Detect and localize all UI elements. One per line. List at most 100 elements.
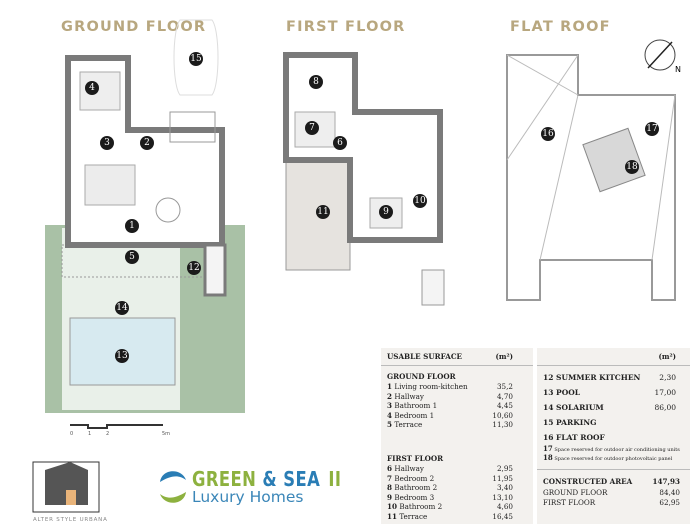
svg-text:2: 2 [144, 138, 150, 148]
row-name: 12 SUMMER KITCHEN [543, 373, 641, 382]
row-label: 2 Hallway [387, 392, 424, 402]
row-name: Bathroom 2 [399, 502, 443, 512]
svg-text:18: 18 [626, 162, 638, 172]
room-marker-16: 16 [541, 127, 555, 141]
svg-text:4: 4 [89, 83, 95, 93]
first-walls [283, 52, 443, 243]
row-value: 11,30 [492, 420, 513, 430]
svg-text:9: 9 [383, 207, 389, 217]
room-marker-13: 13 [115, 349, 129, 363]
row-label: 9 Bedroom 3 [387, 493, 434, 503]
table-row: 9 Bedroom 3 13,10 [381, 493, 533, 503]
brand-amp: & [262, 467, 278, 491]
row-name: Living room-kitchen [394, 382, 468, 391]
row-value: 16,45 [492, 511, 513, 521]
compass-north-label: N [675, 65, 681, 74]
svg-text:3: 3 [104, 138, 110, 148]
row-value: 35,2 [496, 382, 513, 391]
note-text: Space reserved for outdoor photovoltaic … [554, 456, 673, 462]
row-number: 2 [387, 391, 393, 401]
room-marker-15: 15 [189, 52, 203, 66]
flat-roof-title: FLAT ROOF [510, 19, 611, 35]
first-floor-section: FIRST FLOOR [387, 453, 444, 463]
row-number: 4 [387, 410, 393, 420]
room-marker-7: 7 [305, 121, 319, 135]
note-number: 18 [543, 453, 553, 462]
svg-text:17: 17 [646, 124, 658, 134]
room-marker-1: 1 [125, 219, 139, 233]
row-label: 14 SOLARIUM [543, 400, 604, 415]
row-name: 14 SOLARIUM [543, 403, 604, 412]
room-marker-2: 2 [140, 136, 154, 150]
svg-text:16: 16 [542, 129, 554, 139]
row-number: 9 [387, 492, 393, 502]
scale-tick: 5m [162, 431, 171, 437]
note-text: Space reserved for outdoor air condition… [554, 447, 680, 453]
row-value: 4,60 [496, 502, 513, 512]
room-marker-9: 9 [379, 205, 393, 219]
alter-style-label: ALTER STYLE URBANA [33, 517, 108, 523]
note-number: 17 [543, 444, 553, 453]
room-marker-6: 6 [333, 136, 347, 150]
row-label: GROUND FLOOR [543, 488, 607, 498]
row-name: 15 PARKING [543, 418, 597, 427]
room-marker-3: 3 [100, 136, 114, 150]
table-row: 7 Bedroom 2 11,95 [381, 474, 533, 484]
svg-text:14: 14 [116, 303, 128, 313]
svg-text:10: 10 [414, 196, 426, 206]
row-label: 13 POOL [543, 385, 580, 400]
row-name: Bedroom 1 [394, 410, 435, 420]
room-marker-8: 8 [309, 75, 323, 89]
row-number: 10 [387, 502, 398, 512]
svg-text:6: 6 [337, 138, 343, 148]
svg-text:15: 15 [190, 54, 202, 64]
table-row: 11 Terrace 16,45 [381, 512, 533, 522]
first-floor-title: FIRST FLOOR [286, 19, 406, 35]
row-name: Bedroom 2 [394, 473, 435, 483]
row-value: 86,00 [654, 403, 676, 412]
table-row: 16 FLAT ROOF [537, 430, 690, 445]
row-label: 10 Bathroom 2 [387, 502, 442, 512]
unit-header: (m²) [658, 352, 676, 361]
ground-floor-section: GROUND FLOOR [387, 372, 456, 381]
table-row: 15 PARKING [537, 415, 690, 430]
row-value: 4,70 [496, 391, 513, 401]
row-number: 7 [387, 473, 393, 483]
row-value: 11,95 [492, 473, 513, 483]
table-row: 10 Bathroom 2 4,60 [381, 502, 533, 512]
row-label: 15 PARKING [543, 415, 596, 430]
first-floor-plan [283, 52, 445, 306]
row-name: Terrace [394, 420, 423, 430]
row-name: FIRST FLOOR [543, 497, 596, 507]
row-name: Hallway [394, 463, 424, 473]
row-label: 8 Bathroom 2 [387, 483, 437, 493]
svg-text:8: 8 [313, 77, 319, 87]
row-number: 6 [387, 463, 393, 473]
ground-floor-title: GROUND FLOOR [61, 19, 207, 35]
scale-tick: 0 [70, 431, 74, 437]
room-marker-4: 4 [85, 81, 99, 95]
row-value: 4,45 [496, 401, 513, 411]
room-marker-17: 17 [645, 122, 659, 136]
row-number: 8 [387, 483, 393, 493]
brand-sea: SEA [283, 467, 321, 491]
compass-icon: N [644, 39, 681, 74]
row-value: 84,40 [659, 488, 680, 497]
row-value: 13,10 [492, 492, 513, 502]
flat-roof-plan [506, 54, 676, 301]
row-label: 4 Bedroom 1 [387, 411, 434, 421]
ground-floor-plan [45, 19, 245, 413]
svg-text:5: 5 [129, 252, 135, 262]
note-row: 17 Space reserved for outdoor air condit… [537, 445, 690, 454]
row-label: 11 Terrace [387, 512, 427, 522]
svg-text:11: 11 [317, 207, 328, 217]
brand-green: GREEN [192, 467, 257, 491]
